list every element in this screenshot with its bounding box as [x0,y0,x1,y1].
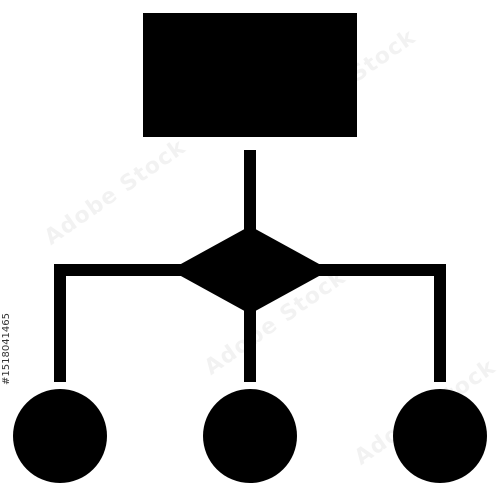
left-terminal-circle [13,389,107,483]
stock-id-label: #1518041465 [1,312,12,385]
right-branch-drop [434,264,446,382]
center-branch-drop [244,300,256,382]
right-terminal-circle [393,389,487,483]
center-terminal-circle [203,389,297,483]
horizontal-branch-line [54,264,446,276]
top-process-box [143,13,357,137]
box-to-diamond-connector [244,150,256,230]
left-branch-drop [54,264,66,382]
